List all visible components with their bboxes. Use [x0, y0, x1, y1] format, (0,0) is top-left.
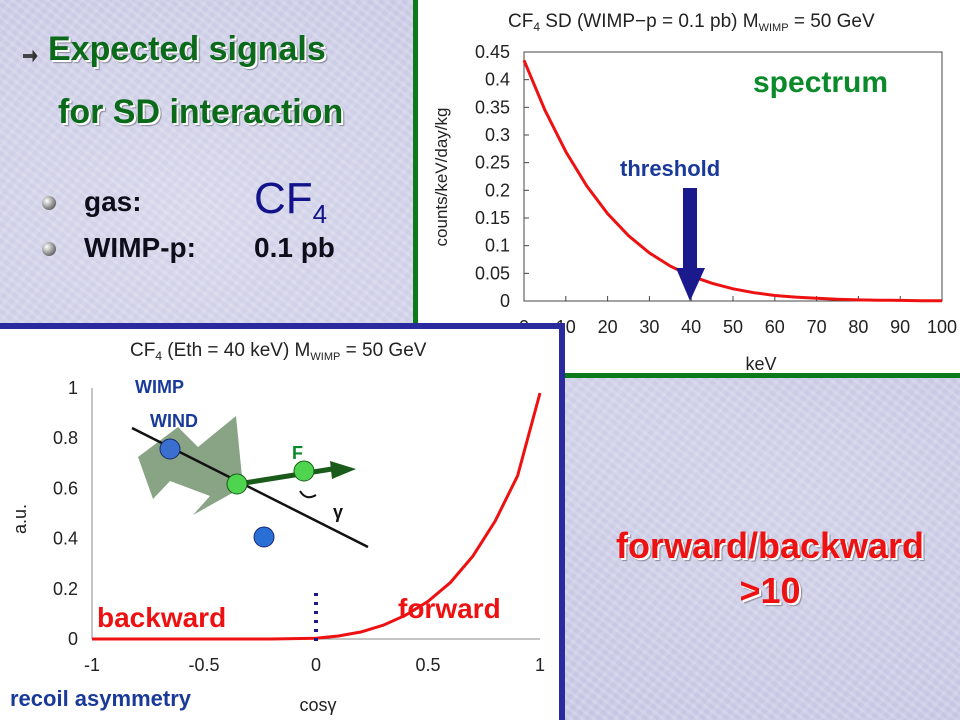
x-tick-label: 40	[681, 317, 701, 337]
ratio-line-2: >10	[739, 570, 801, 611]
y-tick-label: 0.45	[475, 42, 510, 62]
chart-title: CF4 (Eth = 40 keV) MWIMP = 50 GeV	[130, 340, 427, 363]
f-label: F	[292, 443, 303, 463]
title-line-2: for SD interaction	[58, 93, 344, 131]
spectrum-panel	[418, 0, 960, 373]
y-tick-label: 0.2	[53, 579, 78, 599]
y-tick-label: 0.2	[485, 180, 510, 200]
wimp-ball	[159, 438, 181, 460]
ratio-line-1: forward/backward	[615, 525, 925, 566]
recoil-arrowhead-icon	[330, 461, 356, 479]
x-tick-label: 20	[598, 317, 618, 337]
y-axis-label: counts/keV/day/kg	[432, 108, 451, 247]
x-tick-label: 1	[535, 655, 545, 675]
asymmetry-chart: CF4 (Eth = 40 keV) MWIMP = 50 GeV 0 0.2 0.…	[10, 340, 545, 715]
bullet-ball-icon	[42, 242, 56, 256]
spectrum-chart: CF4 SD (WIMP−p = 0.1 pb) MWIMP = 50 GeV …	[432, 11, 957, 373]
spectrum-label: spectrum	[753, 66, 888, 99]
x-tick-label: 50	[723, 317, 743, 337]
wimp-p-value: 0.1 pb	[254, 232, 335, 263]
y-tick-label: 0.6	[53, 478, 78, 498]
title-line-1: Expected signals	[48, 30, 326, 68]
x-tick-label: 100	[927, 317, 957, 337]
forward-label: forward	[398, 593, 501, 624]
backward-label: backward	[97, 602, 226, 633]
x-tick-label: -1	[84, 655, 100, 675]
y-tick-label: 0.35	[475, 97, 510, 117]
x-tick-label: 90	[890, 317, 910, 337]
gas-label: gas:	[84, 186, 142, 217]
gamma-angle-arc	[299, 490, 317, 499]
y-tick-label: 0	[68, 629, 78, 649]
asymmetry-curve	[92, 392, 542, 641]
recoil-track-line	[237, 466, 333, 487]
scattered-wimp-ball	[253, 526, 275, 548]
x-tick-label: 30	[639, 317, 659, 337]
spectrum-frame	[413, 0, 960, 378]
y-tick-label: 0.3	[485, 125, 510, 145]
title-bullet-icon	[22, 47, 38, 63]
y-tick-label: 0.25	[475, 153, 510, 173]
threshold-arrow-icon	[676, 188, 705, 301]
y-tick-label: 0.4	[53, 529, 78, 549]
y-tick-label: 1	[68, 378, 78, 398]
bullet-ball-icon	[42, 196, 56, 210]
chart-title: CF4 SD (WIMP−p = 0.1 pb) MWIMP = 50 GeV	[508, 11, 875, 34]
asymmetry-frame	[0, 323, 565, 720]
wind-label: WIND	[150, 411, 198, 431]
x-tick-label: 0	[311, 655, 321, 675]
wimp-p-label: WIMP-p:	[84, 232, 196, 263]
y-tick-label: 0.05	[475, 263, 510, 283]
y-tick-label: 0.1	[485, 236, 510, 256]
asymmetry-panel	[0, 329, 559, 720]
x-tick-label: 60	[765, 317, 785, 337]
y-tick-label: 0.4	[485, 70, 510, 90]
x-tick-label: -0.5	[188, 655, 219, 675]
gas-value-main: CF	[254, 174, 313, 223]
threshold-label: threshold	[620, 156, 720, 181]
gamma-label: γ	[333, 502, 343, 522]
x-tick-label: 80	[848, 317, 868, 337]
gas-value-sub: 4	[312, 198, 328, 229]
x-tick-label: 70	[807, 317, 827, 337]
y-axis-label: a.u.	[10, 504, 30, 534]
target-ball	[226, 473, 248, 495]
y-tick-label: 0.15	[475, 208, 510, 228]
x-tick-label: 0.5	[415, 655, 440, 675]
recoil-asymmetry-caption: recoil asymmetry	[10, 686, 191, 711]
x-axis-label: keV	[745, 354, 776, 373]
y-tick-label: 0.8	[53, 428, 78, 448]
wimp-label: WIMP	[135, 377, 184, 397]
spectrum-curve	[522, 59, 943, 303]
recoil-ball	[293, 460, 315, 482]
x-axis-label: cosγ	[299, 695, 336, 715]
gas-value: CF4	[254, 174, 327, 230]
y-tick-label: 0	[500, 291, 510, 311]
